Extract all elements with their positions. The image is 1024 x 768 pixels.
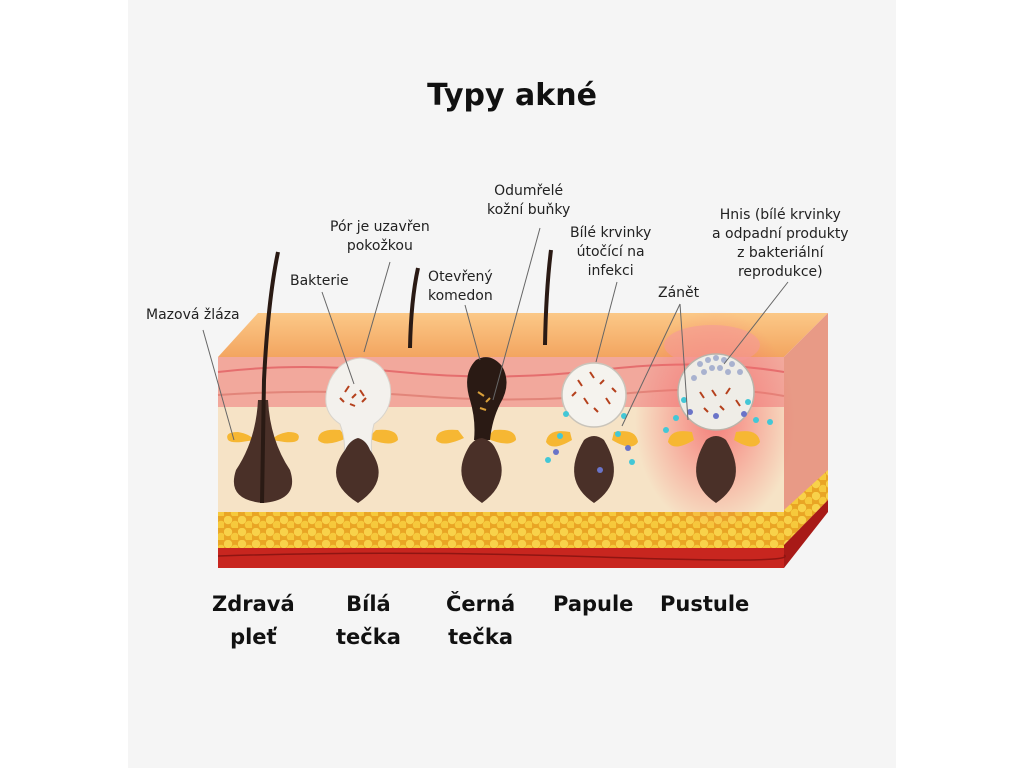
label-bacteria: Bakterie	[290, 273, 349, 289]
follicle-whitehead	[318, 357, 398, 503]
caption-papule: Papule	[553, 592, 634, 616]
caption-healthy-skin: Zdravá pleť	[212, 592, 295, 649]
label-white-blood-cells: Bílé krvinky útočící na infekci	[570, 225, 652, 279]
label-pore-closed: Pór je uzavřen pokožkou	[330, 219, 430, 254]
label-dead-skin-cells: Odumřelé kožní buňky	[487, 183, 571, 218]
follicle-blackhead	[408, 249, 553, 503]
label-open-comedone: Otevřený komedon	[428, 269, 493, 304]
label-pus: Hnis (bílé krvinky a odpadní produkty z …	[712, 207, 849, 280]
label-inflammation: Zánět	[658, 285, 700, 301]
follicle-pustule	[663, 353, 773, 503]
follicle-healthy	[227, 251, 299, 504]
muscle-right-side	[784, 500, 828, 568]
muscle-layer	[218, 548, 784, 568]
caption-pustule: Pustule	[660, 592, 750, 616]
diagram-title: Typy akné	[427, 78, 597, 113]
follicle-papule	[545, 362, 638, 503]
caption-blackhead: Černá tečka	[446, 592, 516, 649]
fat-right-side	[784, 470, 828, 545]
caption-whitehead: Bílá tečka	[336, 592, 401, 649]
label-sebaceous-gland: Mazová žláza	[146, 307, 240, 323]
leader-lines	[202, 227, 789, 441]
